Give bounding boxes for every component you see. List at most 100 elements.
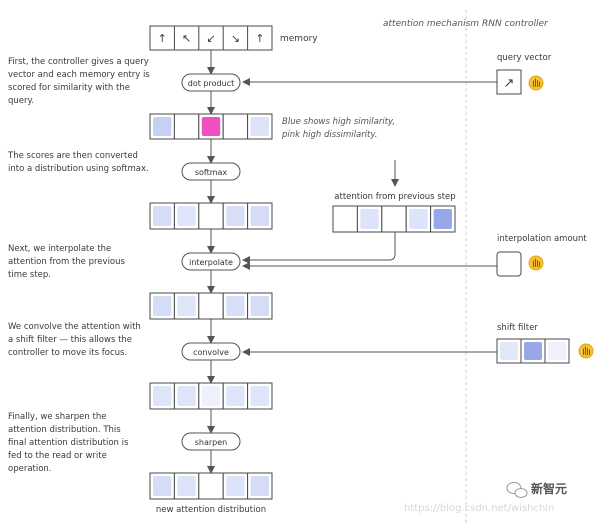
query-arrow-icon: ↗ [504, 76, 515, 91]
svg-text:attention from the previous: attention from the previous [8, 257, 126, 267]
query-vector-label: query vector [497, 53, 552, 63]
attention-cell-fill [177, 206, 196, 226]
attention-cell-fill [177, 296, 196, 316]
svg-text:softmax: softmax [195, 168, 228, 177]
attention-cell [173, 113, 200, 140]
attention-cell-fill [177, 386, 196, 406]
description-step-5: Finally, we sharpen the attention distri… [8, 412, 129, 474]
description-step-2: The scores are then converted into a dis… [7, 151, 149, 174]
attention-row-sharpened [149, 472, 273, 500]
attention-row-convolved [149, 382, 273, 410]
attention-row-scores [149, 113, 273, 140]
attention-cell-fill [153, 386, 172, 406]
attention-cell-fill [153, 117, 172, 136]
op-softmax: softmax [181, 162, 241, 181]
attention-cell [332, 205, 358, 233]
attention-cell-fill [250, 476, 269, 496]
svg-text:vector and each memory entry i: vector and each memory entry is [8, 70, 150, 80]
memory-label: memory [280, 34, 318, 44]
hand-pointer-icon[interactable] [528, 75, 544, 91]
svg-text:controller to move its focus.: controller to move its focus. [8, 348, 127, 358]
memory-entry-arrow-icon: ↑ [158, 32, 167, 45]
hand-pointer-icon[interactable] [528, 255, 544, 271]
attention-cell-fill [500, 342, 518, 360]
attention-cell-fill [433, 209, 452, 229]
shift-filter-row [496, 338, 570, 364]
attention-cell-fill [153, 476, 172, 496]
similarity-note-line-2: pink high dissimilarity. [281, 130, 377, 140]
description-step-3: Next, we interpolate the attention from … [8, 244, 126, 280]
attention-cell-fill [201, 386, 221, 406]
svg-text:query.: query. [8, 96, 34, 106]
watermark-brand: 新智元 [531, 481, 567, 496]
attention-cell-fill [153, 296, 172, 316]
svg-text:interpolate: interpolate [189, 258, 233, 267]
attention-cell-fill [153, 206, 172, 226]
attention-cell-fill [250, 117, 269, 136]
op-dot-product: dot product [181, 73, 241, 92]
svg-text:time step.: time step. [8, 270, 51, 280]
attention-cell-fill [250, 296, 269, 316]
attention-cell-fill [250, 206, 269, 226]
svg-text:Finally, we sharpen the: Finally, we sharpen the [8, 412, 106, 422]
interpolation-amount-box [496, 251, 522, 277]
svg-text:sharpen: sharpen [195, 438, 228, 447]
attention-previous-label: attention from previous step [334, 192, 455, 202]
memory-entry-arrow-icon: ↖ [182, 32, 191, 45]
flow-line-previous-interpolate [242, 232, 396, 264]
svg-text:The scores are then converted: The scores are then converted [7, 151, 138, 161]
description-step-4: We convolve the attention with a shift f… [8, 322, 141, 358]
wechat-icon [506, 482, 528, 498]
svg-text:fed to the read or write: fed to the read or write [8, 451, 107, 461]
attention-cell-fill [226, 476, 245, 496]
svg-text:First, the controller gives a: First, the controller gives a query [8, 57, 149, 67]
svg-text:dot product: dot product [188, 79, 234, 88]
attention-cell-fill [226, 206, 245, 226]
svg-text:convolve: convolve [193, 348, 229, 357]
attention-cell-fill [409, 209, 428, 229]
svg-text:into a distribution using soft: into a distribution using softmax. [8, 164, 149, 174]
svg-text:scored for similarity with the: scored for similarity with the [8, 83, 130, 93]
memory-entry-arrow-icon: ↑ [255, 32, 264, 45]
attention-cell [198, 202, 224, 230]
hand-pointer-icon[interactable] [578, 343, 594, 359]
attention-cell [198, 292, 224, 320]
attention-cell [198, 472, 224, 500]
memory-entry-arrow-icon: ↘ [231, 32, 240, 45]
svg-text:final attention distribution i: final attention distribution is [8, 438, 129, 448]
header-rnn-controller: RNN controller [482, 19, 549, 29]
svg-text:operation.: operation. [8, 464, 52, 474]
query-vector-box: ↗ [496, 69, 522, 95]
new-attention-label: new attention distribution [156, 505, 266, 515]
svg-text:a shift filter — this allows t: a shift filter — this allows the [8, 335, 132, 345]
watermark: https://blog.csdn.net/wishchin 新智元 [404, 481, 567, 514]
header-attention-mechanism: attention mechanism [383, 19, 479, 29]
description-step-1: First, the controller gives a query vect… [8, 57, 150, 106]
memory-row: ↑ ↖ ↙ ↘ ↑ [149, 25, 273, 51]
attention-row-softmax [149, 202, 273, 230]
svg-text:Next, we interpolate the: Next, we interpolate the [8, 244, 111, 254]
similarity-note-line-1: Blue shows high similarity, [282, 117, 395, 127]
attention-cell-fill [548, 342, 566, 360]
attention-cell-fill [226, 296, 245, 316]
attention-cell-fill [360, 209, 379, 229]
memory-entry-arrow-icon: ↙ [206, 32, 215, 45]
svg-text:We convolve the attention with: We convolve the attention with [8, 322, 141, 332]
op-interpolate: interpolate [181, 252, 241, 271]
attention-cell-fill [250, 386, 269, 406]
attention-cell-fill [524, 342, 542, 360]
attention-cell-fill [226, 386, 245, 406]
attention-row-previous [332, 205, 456, 233]
watermark-url: https://blog.csdn.net/wishchin [404, 503, 554, 514]
attention-cell [381, 205, 407, 233]
attention-cell [222, 113, 249, 140]
attention-row-interpolated [149, 292, 273, 320]
shift-filter-label: shift filter [497, 323, 538, 333]
svg-text:attention distribution. This: attention distribution. This [8, 425, 121, 435]
attention-cell-fill [201, 117, 221, 136]
op-convolve: convolve [181, 342, 241, 361]
op-sharpen: sharpen [181, 432, 241, 451]
attention-cell-fill [177, 476, 196, 496]
interpolation-amount-label: interpolation amount [497, 234, 587, 244]
